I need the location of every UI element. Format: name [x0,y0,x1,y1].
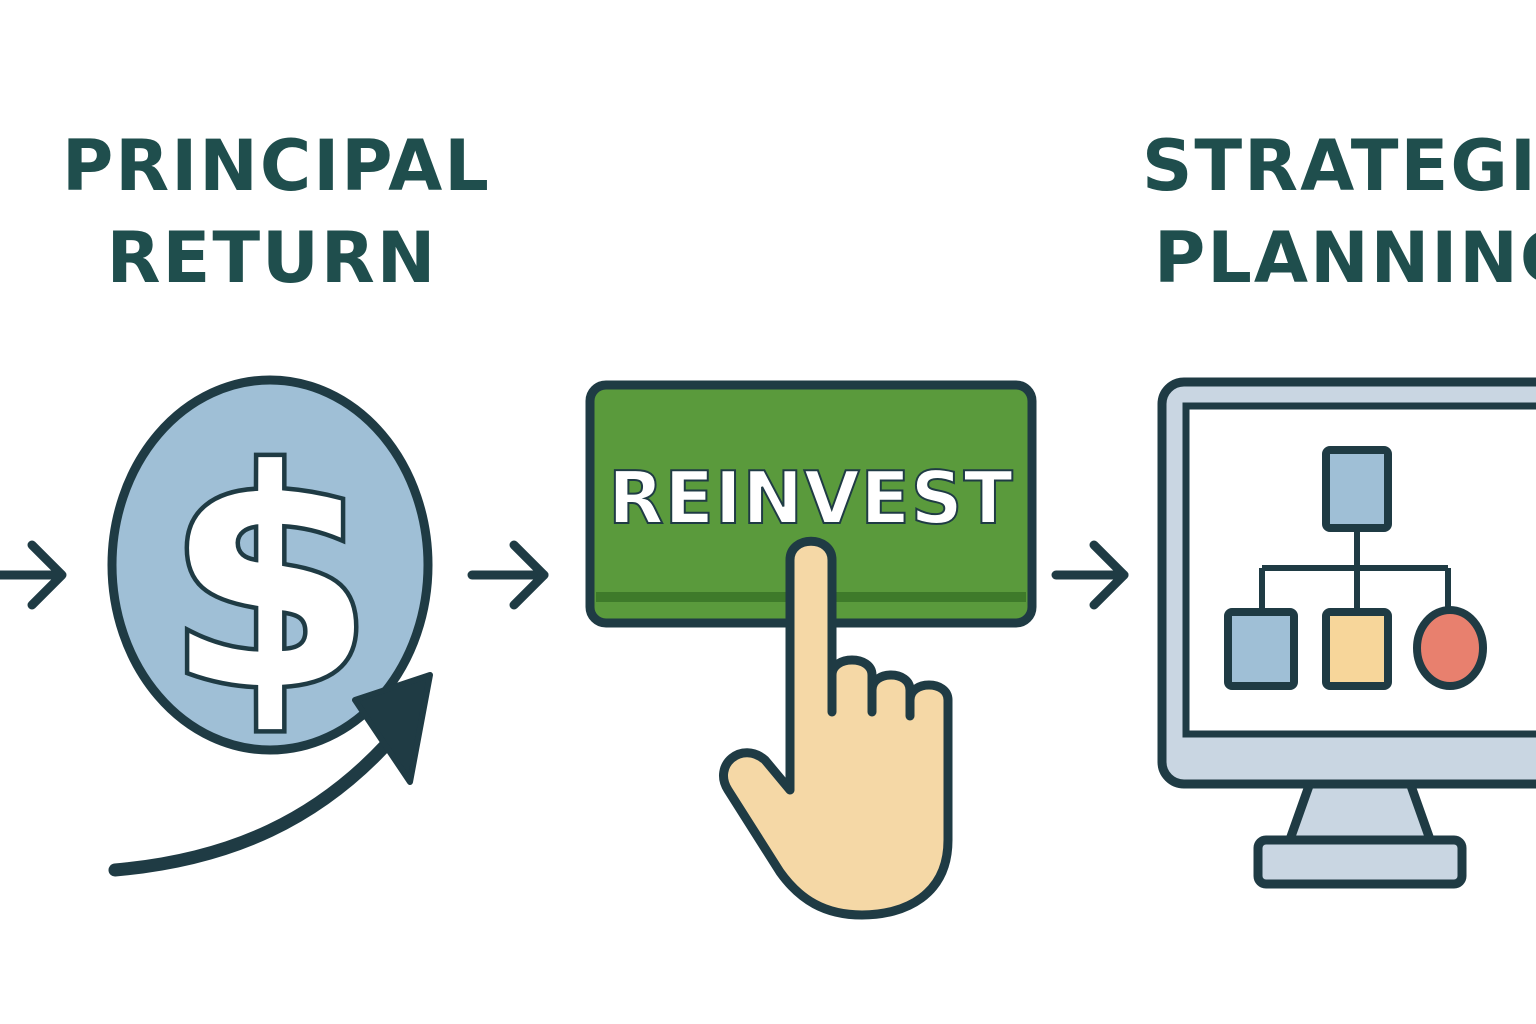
org-node-right [1413,606,1487,690]
arrow-to-reinvest-icon [467,540,549,610]
dollar-coin-icon: $ [107,375,433,761]
principal-return-title-line2: RETURN [106,217,438,299]
strategic-planning-title-line1: STRATEGIC [1142,125,1536,207]
strategic-planning-title-line2: PLANNING [1154,217,1536,299]
org-node-left [1224,608,1298,690]
svg-text:$: $ [166,407,375,756]
left-edge-arrow-icon [0,540,67,610]
arrow-to-planning-icon [1051,540,1129,610]
reinvest-button-label: REINVEST [608,456,1014,540]
principal-return-title: PRINCIPAL RETURN [62,120,491,304]
org-node-middle [1322,608,1392,690]
principal-return-title-line1: PRINCIPAL [62,125,491,207]
strategic-planning-title: STRATEGIC PLANNING [1142,120,1536,304]
return-arrow-icon [108,672,433,877]
org-chart [1224,446,1487,690]
reinvest-button[interactable]: REINVEST [585,380,1037,628]
pointing-hand-icon [719,536,953,920]
monitor-org-chart-icon [1157,377,1536,889]
org-node-top [1322,446,1392,532]
